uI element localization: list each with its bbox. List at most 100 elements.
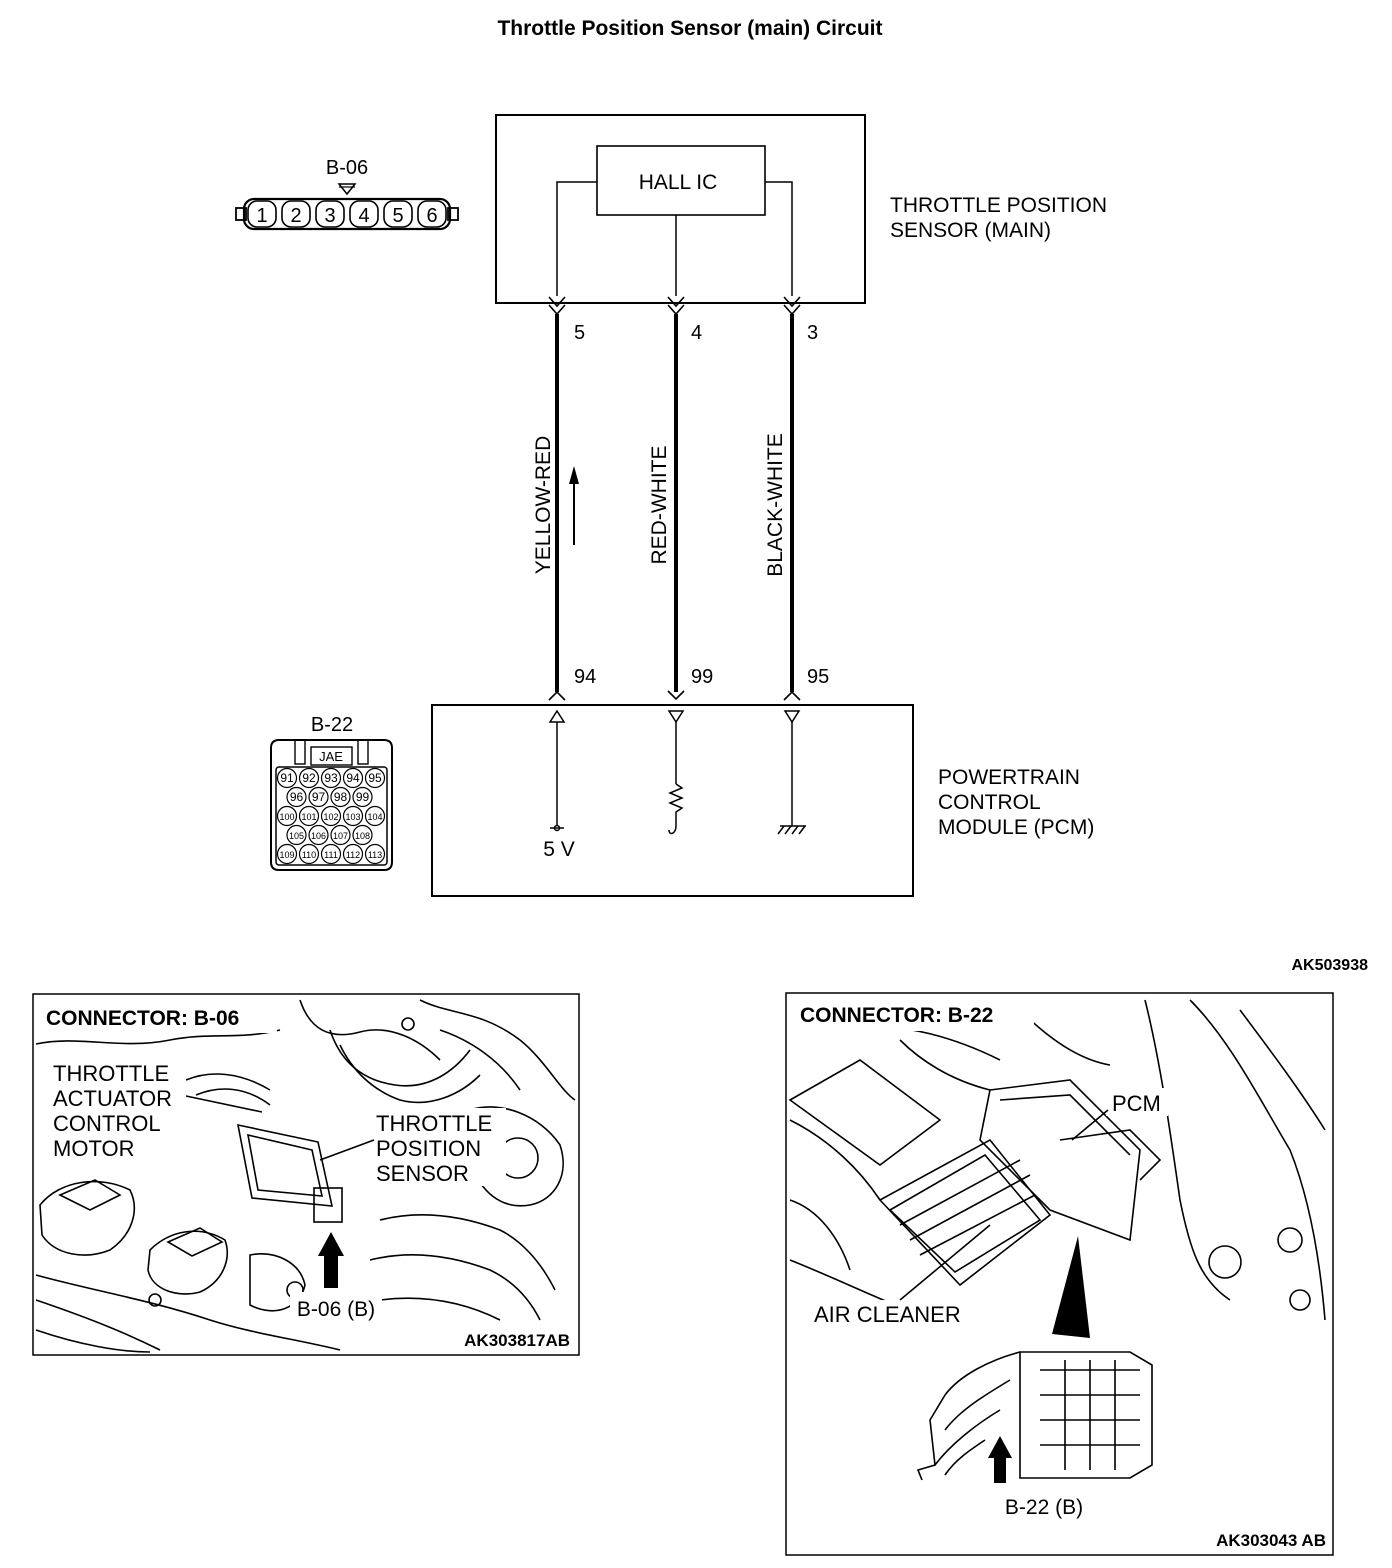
connector-b22-pin: 91	[276, 767, 298, 789]
hall-ic-label: HALL IC	[639, 171, 718, 194]
engine-sketch-b22	[788, 999, 1326, 1321]
connector-b22-pin-number: 99	[356, 790, 370, 804]
connector-b06-pin-number: 1	[256, 205, 267, 227]
connector-b06-pin: 2	[281, 200, 311, 228]
connector-b22-pin-number: 96	[290, 790, 304, 804]
pcm-name-line1: POWERTRAIN	[938, 766, 1080, 789]
connector-b22-pin: 109	[276, 843, 298, 865]
connector-b22-pin-number: 110	[302, 850, 316, 860]
pointer-arrow-b22-icon	[988, 1436, 1012, 1483]
connector-b22-pin-number: 102	[323, 812, 338, 822]
wire2-color-label: RED-WHITE	[648, 446, 671, 565]
photo-b06-image-id: AK303817AB	[464, 1331, 570, 1350]
actuator-label-line4: MOTOR	[53, 1136, 134, 1161]
connector-b22-pin-number: 113	[368, 850, 382, 860]
throttle-position-sensor: HALL IC	[495, 114, 866, 304]
detail-pointer-icon	[1052, 1236, 1090, 1338]
connector-b22-pin-number: 104	[367, 812, 382, 822]
connector-b06-pin-number: 6	[426, 205, 437, 227]
wire2-sensor-pin: 4	[691, 322, 702, 344]
photo-panel-b22: CONNECTOR: B-22 PCM AIR CLEANER B-22 (B)…	[785, 992, 1334, 1556]
wire1-color-label: YELLOW-RED	[532, 436, 555, 574]
connector-b22-pin-number: 109	[279, 850, 294, 860]
connector-b22-pin-number: 94	[346, 771, 360, 785]
connector-b22-pin-number: 91	[280, 771, 294, 785]
connector-b22-pin: 110	[298, 843, 320, 865]
connector-b22-pin-number: 105	[289, 831, 304, 841]
connector-b22-pin-number: 98	[334, 790, 348, 804]
connector-b22-pin-number: 112	[346, 850, 360, 860]
connector-b22-pin-number: 100	[279, 812, 294, 822]
page-title: Throttle Position Sensor (main) Circuit	[497, 17, 882, 40]
sensor-name-line1: THROTTLE POSITION	[890, 194, 1107, 217]
sensor-photo-label-line3: SENSOR	[376, 1161, 469, 1186]
connector-b22-symbol: B-22 JAE 91 92 93 94 95 96 97 98 99 100 101 102 103 1…	[270, 714, 393, 871]
connector-b22-pin: 107	[330, 824, 351, 846]
connector-b22-pin: 105	[286, 824, 307, 846]
connector-b06-label: B-06	[326, 157, 368, 179]
sensor-terminals	[548, 296, 801, 316]
sensor-photo-label-line1: THROTTLE	[376, 1111, 492, 1136]
wire3-sensor-pin: 3	[807, 322, 818, 344]
photo-b22-pcm-label: PCM	[1112, 1091, 1161, 1116]
connector-b22-brand: JAE	[319, 749, 343, 764]
connector-b22-pin: 100	[276, 805, 298, 827]
connector-b22-pin: 97	[308, 786, 329, 808]
ground-icon	[777, 825, 806, 835]
connector-b22-pin: 108	[352, 824, 373, 846]
photo-b22-connector-label: B-22 (B)	[1005, 1496, 1083, 1519]
photo-b06-connector-label: B-06 (B)	[297, 1298, 375, 1321]
connector-b22-pin: 103	[342, 805, 364, 827]
connector-b06-pin-number: 5	[392, 205, 403, 227]
wire1-sensor-pin: 5	[574, 322, 585, 344]
connector-b22-pin-number: 107	[333, 831, 348, 841]
connector-b22-pin: 99	[352, 786, 373, 808]
photo-panel-b06: CONNECTOR: B-06 THROTTLE ACTUATOR CONTRO…	[32, 993, 580, 1356]
connector-b22-pin-number: 111	[324, 850, 338, 860]
wire1-pcm-pin: 94	[574, 666, 596, 688]
sensor-photo-label-line2: POSITION	[376, 1136, 481, 1161]
photo-b22-air-cleaner-label: AIR CLEANER	[814, 1302, 961, 1327]
connector-b22-pin-number: 103	[345, 812, 360, 822]
connector-b22-pin-number: 93	[324, 771, 338, 785]
connector-b22-pin: 104	[364, 805, 386, 827]
connector-b22-pin: 92	[298, 767, 320, 789]
connector-b22-pin: 101	[298, 805, 320, 827]
pcm-box: 5 V	[431, 704, 914, 897]
pointer-arrow-b06-icon	[318, 1232, 344, 1288]
connector-b22-pin: 112	[342, 843, 364, 865]
connector-b22-pin-number: 92	[302, 771, 316, 785]
connector-b22-pin-number: 108	[355, 831, 370, 841]
diagram-id: AK503938	[1292, 957, 1369, 974]
wire3-color-label: BLACK-WHITE	[764, 433, 787, 577]
connector-b22-pin-number: 101	[301, 812, 316, 822]
pcm-name-line3: MODULE (PCM)	[938, 816, 1094, 839]
wire2-pcm-pin: 99	[691, 666, 713, 688]
photo-b22-image-id: AK303043 AB	[1216, 1531, 1326, 1550]
pcm-name-line2: CONTROL	[938, 791, 1041, 814]
connector-b22-pin: 98	[330, 786, 351, 808]
b22-connector-detail-sketch	[916, 1351, 1153, 1481]
connector-b06-pin: 1	[247, 200, 277, 228]
engine-sketch-b06	[35, 999, 576, 1353]
connector-b06-pin-number: 3	[324, 205, 335, 227]
connector-b22-pin: 95	[364, 767, 386, 789]
connector-b22-pin: 96	[286, 786, 307, 808]
connector-b06-pin: 5	[383, 200, 413, 228]
photo-b06-header: CONNECTOR: B-06	[46, 1007, 239, 1030]
connector-b22-pin-number: 106	[311, 831, 326, 841]
connector-b22-pin-number: 97	[312, 790, 326, 804]
connector-b06-pin: 3	[315, 200, 345, 228]
actuator-label-line2: ACTUATOR	[53, 1086, 172, 1111]
connector-b22-pin: 94	[342, 767, 364, 789]
connector-b06-pin: 4	[349, 200, 379, 228]
connector-b22-pin-number: 95	[368, 771, 382, 785]
connector-b22-pin: 93	[320, 767, 342, 789]
photo-b22-header: CONNECTOR: B-22	[800, 1004, 993, 1027]
connector-b06-pin-number: 4	[358, 205, 369, 227]
pcm-supply-label: 5 V	[543, 838, 575, 861]
connector-b22-label: B-22	[311, 714, 353, 736]
resistor-icon	[668, 783, 684, 826]
